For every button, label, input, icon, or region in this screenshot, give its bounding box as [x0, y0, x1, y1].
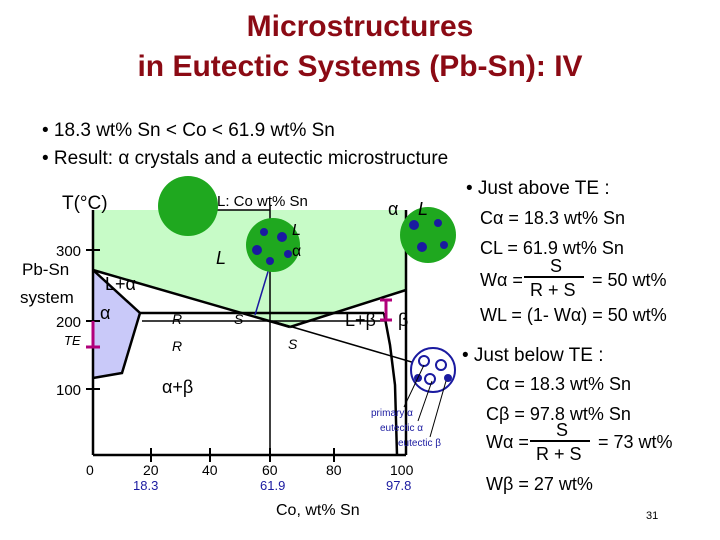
liquid-region [93, 210, 406, 327]
micrograph-l-alpha [246, 218, 300, 272]
legend-eutectic-beta: eutectic β [398, 438, 441, 449]
above-te-w-alpha-rhs: = 50 wt% [592, 270, 667, 290]
x-tick-0: 0 [86, 462, 94, 478]
above-te-w-alpha-den: R + S [530, 280, 576, 300]
y-tick-100: 100 [56, 382, 81, 399]
above-te-header: • Just above TE : [466, 178, 610, 199]
region-beta: β [398, 310, 408, 330]
region-alpha-beta: α+β [162, 377, 193, 397]
above-te-w-alpha-num: S [550, 256, 563, 276]
below-te-fraction-bar [530, 440, 590, 442]
composition-label: L: Co wt% Sn [217, 193, 308, 210]
phase-diagram: T(°C) L: Co wt% Sn 300 Pb-Sn system 200 … [20, 176, 456, 519]
x-axis-label: Co, wt% Sn [276, 502, 360, 519]
micrograph-below-te [410, 347, 456, 393]
x-sub-tick-61-9: 61.9 [260, 478, 285, 493]
y-tick-300: 300 [56, 243, 81, 260]
micro-mid-l: L [418, 199, 428, 219]
micro-mid-alpha: α [388, 199, 398, 219]
region-l-beta: L+β [345, 310, 376, 330]
x-tick-80: 80 [326, 462, 342, 478]
x-sub-tick-97-8: 97.8 [386, 478, 411, 493]
legend-eutectic-alpha: eutectic α [380, 423, 423, 434]
lever-r-lower: R [172, 338, 182, 354]
liquid-grain-large [158, 176, 218, 236]
above-te-c-l: CL = 61.9 wt% Sn [480, 238, 624, 258]
micro-label-alpha: α [292, 243, 301, 260]
above-te-fraction-bar [524, 276, 584, 278]
system-label-1: Pb-Sn [22, 260, 69, 279]
y-axis-label: T(°C) [62, 193, 108, 214]
below-te-c-alpha: Cα = 18.3 wt% Sn [486, 374, 631, 394]
slide-title-line2: in Eutectic Systems (Pb-Sn): IV [137, 50, 583, 83]
te-label: TE [64, 333, 81, 348]
lever-r-upper: R [172, 311, 182, 327]
x-sub-tick-18-3: 18.3 [133, 478, 158, 493]
x-tick-60: 60 [262, 462, 278, 478]
x-tick-20: 20 [143, 462, 159, 478]
above-te-c-alpha: Cα = 18.3 wt% Sn [480, 208, 625, 228]
slide-title-line1: Microstructures [246, 10, 474, 43]
lever-s-upper: S [234, 311, 244, 327]
lever-s-lower: S [288, 336, 298, 352]
x-tick-100: 100 [390, 462, 414, 478]
below-te-w-alpha: Wα = S R + S = 73 wt% [486, 420, 706, 470]
region-l-alpha: L+α [105, 274, 136, 294]
region-alpha: α [100, 303, 110, 323]
below-te-w-beta: Wβ = 27 wt% [486, 474, 593, 494]
above-te-w-alpha-lhs: Wα = [480, 270, 523, 290]
micro-label-l: L [292, 222, 301, 239]
bullet-composition: • 18.3 wt% Sn < Co < 61.9 wt% Sn [42, 120, 335, 141]
above-te-w-l: WL = (1- Wα) = 50 wt% [480, 305, 667, 325]
below-te-w-alpha-den: R + S [536, 444, 582, 464]
below-te-w-alpha-lhs: Wα = [486, 432, 529, 452]
y-tick-200: 200 [56, 314, 81, 331]
bullet-result: • Result: α crystals and a eutectic micr… [42, 148, 449, 169]
system-label-2: system [20, 288, 74, 307]
below-te-w-alpha-rhs: = 73 wt% [598, 432, 673, 452]
above-te-w-alpha: Wα = S R + S = 50 wt% [480, 256, 700, 308]
x-tick-40: 40 [202, 462, 218, 478]
region-l: L [216, 248, 226, 268]
legend-primary-alpha: primary α [371, 408, 413, 419]
page-number: 31 [646, 510, 659, 522]
below-te-c-beta: Cβ = 97.8 wt% Sn [486, 404, 631, 424]
below-te-w-alpha-num: S [556, 420, 569, 440]
below-te-header: • Just below TE : [462, 345, 604, 366]
